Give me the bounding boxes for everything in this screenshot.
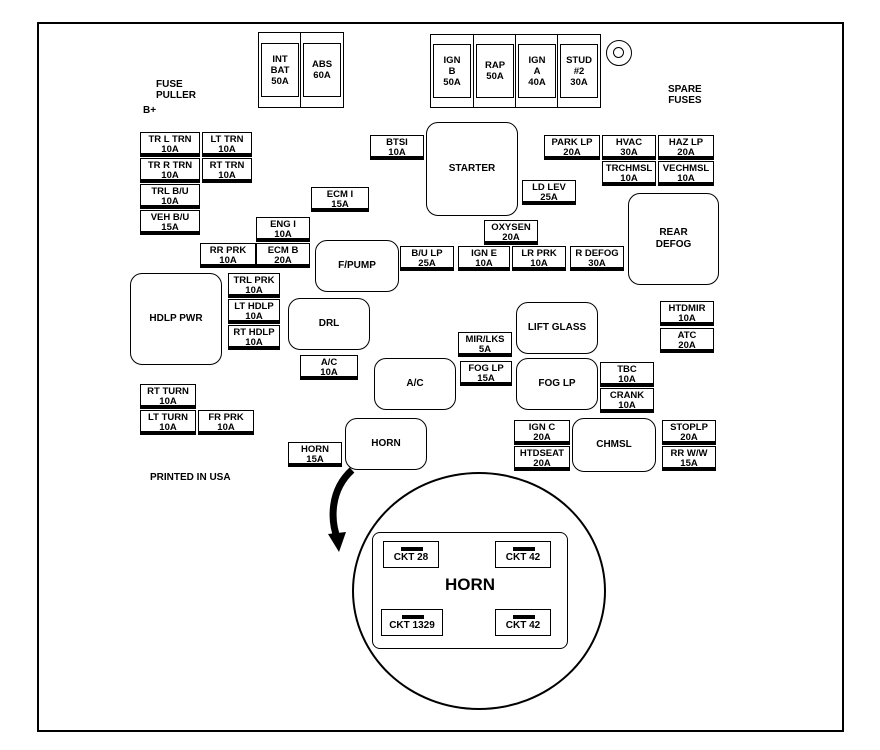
fuse-block-frame <box>37 22 844 732</box>
horn-detail-title: HORN <box>444 575 496 594</box>
relay-hdlp-pwr: HDLP PWR <box>130 273 222 365</box>
terminal-ckt-28: CKT 28 <box>383 541 439 568</box>
relay-chmsl: CHMSL <box>572 418 656 472</box>
printed-in-usa-label: PRINTED IN USA <box>150 472 231 483</box>
relay-ac: A/C <box>374 358 456 410</box>
horn-detail-circle <box>352 472 606 710</box>
relay-starter: STARTER <box>426 122 518 216</box>
horn-relay-detail: CKT 28 CKT 42 HORN CKT 1329 CKT 42 <box>372 532 568 649</box>
relay-drl: DRL <box>288 298 370 350</box>
terminal-ckt-42-bottom: CKT 42 <box>495 609 551 636</box>
relay-lift-glass: LIFT GLASS <box>516 302 598 354</box>
terminal-ckt-1329: CKT 1329 <box>381 609 443 636</box>
stud-terminal-icon <box>606 40 632 66</box>
relay-fpump: F/PUMP <box>315 240 399 292</box>
terminal-ckt-42-top: CKT 42 <box>495 541 551 568</box>
relay-fog-lp: FOG LP <box>516 358 598 410</box>
b-plus-label: B+ <box>143 105 157 116</box>
relay-horn: HORN <box>345 418 427 470</box>
